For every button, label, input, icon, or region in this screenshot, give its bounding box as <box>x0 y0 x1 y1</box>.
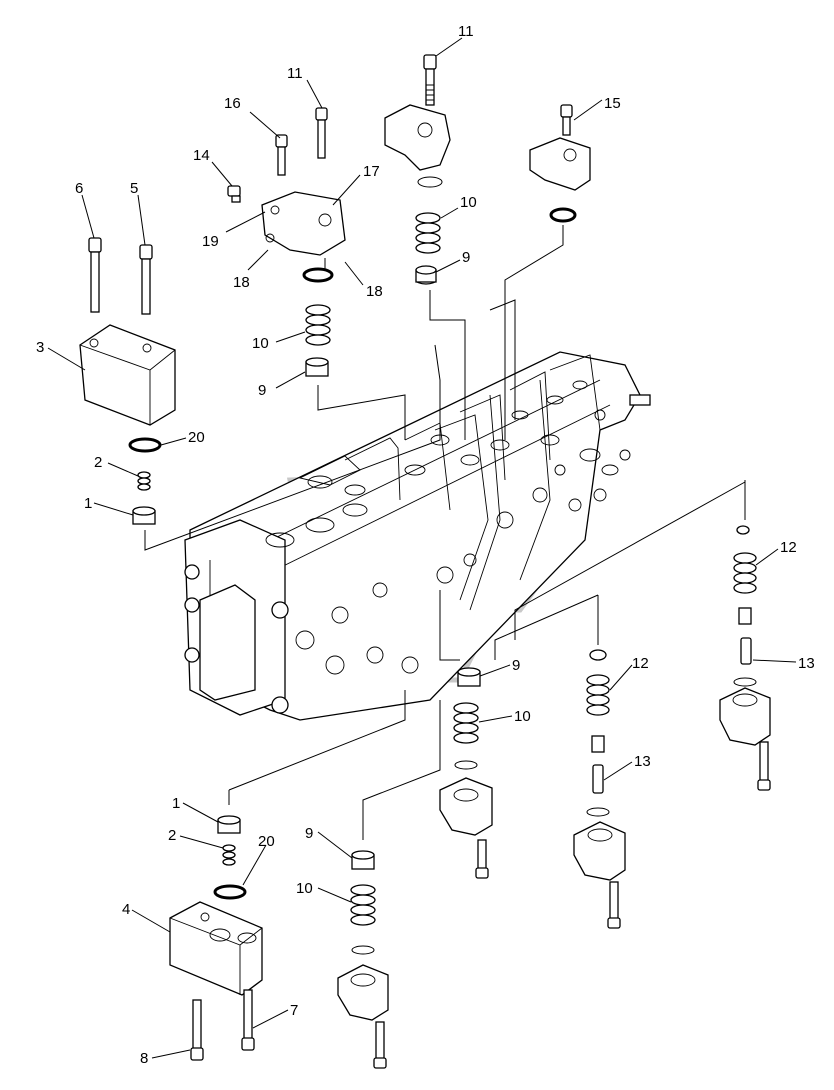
callout-6: 6 <box>75 180 83 197</box>
spring-10-lower <box>350 884 376 926</box>
bolt-6 <box>88 237 102 313</box>
spring-2-top <box>137 471 151 491</box>
cap-block-15 <box>529 137 591 191</box>
callout-10-left: 10 <box>252 335 269 352</box>
o-ring-20-bottom <box>213 884 247 900</box>
spacer-9-left <box>305 357 329 377</box>
spacer-9-center <box>457 667 481 687</box>
cap-lower <box>337 964 389 1069</box>
spring-10-center <box>453 702 479 744</box>
bolt-5 <box>139 244 153 315</box>
callout-9-left: 9 <box>258 382 266 399</box>
callout-20-top: 20 <box>188 429 205 446</box>
o-ring-right-low <box>733 677 757 687</box>
callout-18-left: 18 <box>233 274 250 291</box>
cap-center-low <box>439 777 493 879</box>
callout-5: 5 <box>130 180 138 197</box>
bolt-8 <box>190 999 204 1061</box>
o-ring-20-top <box>128 437 162 453</box>
valve-block-17 <box>261 191 346 256</box>
callout-16: 16 <box>224 95 241 112</box>
spacer-9-right <box>415 265 437 285</box>
callout-11-left: 11 <box>287 65 303 82</box>
bolt-7 <box>241 989 255 1051</box>
callout-12-right: 12 <box>780 539 797 556</box>
spring-2-bottom <box>222 844 236 866</box>
piston-mid <box>591 735 605 753</box>
plug-13-mid <box>592 764 604 794</box>
callout-15: 15 <box>604 95 621 112</box>
callout-12-mid: 12 <box>632 655 649 672</box>
callout-1-bottom: 1 <box>172 795 180 812</box>
spacer-1-top <box>132 506 156 525</box>
callout-2-top: 2 <box>94 454 102 471</box>
callout-18-right: 18 <box>366 283 383 300</box>
callout-11-right: 11 <box>458 23 474 40</box>
end-cover-3 <box>79 324 176 426</box>
seal-12-right <box>736 525 750 535</box>
callout-14: 14 <box>193 147 210 164</box>
callout-19: 19 <box>202 233 219 250</box>
fitting-14 <box>227 185 241 203</box>
callout-17: 17 <box>363 163 380 180</box>
cap-right-low <box>719 687 771 791</box>
callout-9-top: 9 <box>462 249 470 266</box>
main-valve-body <box>184 351 651 721</box>
o-ring-center-low <box>454 760 478 770</box>
plug-13-right <box>740 637 752 665</box>
bolt-11-left <box>315 107 328 159</box>
cap-mid-low <box>573 821 626 929</box>
spacer-1-bottom <box>217 815 241 834</box>
spring-12-right <box>733 552 757 594</box>
callout-7: 7 <box>290 1002 298 1019</box>
callout-1-top: 1 <box>84 495 92 512</box>
bolt-15 <box>560 104 573 136</box>
cap-block-right <box>384 104 451 171</box>
callout-3: 3 <box>36 339 44 356</box>
callout-20-bottom: 20 <box>258 833 275 850</box>
callout-labels: 11 11 15 16 14 17 10 9 19 18 18 6 5 3 10… <box>36 23 815 1067</box>
o-ring-right-top <box>417 176 443 188</box>
callout-10-top: 10 <box>460 194 477 211</box>
o-ring-mid-low <box>586 807 610 817</box>
o-ring-left-top <box>302 267 334 283</box>
callout-2-bottom: 2 <box>168 827 176 844</box>
o-ring-lower <box>351 945 375 955</box>
spring-10-right <box>415 212 441 254</box>
callout-8: 8 <box>140 1050 148 1067</box>
end-cover-4 <box>169 901 263 996</box>
callout-4: 4 <box>122 901 130 918</box>
spring-10-left <box>305 304 331 346</box>
seal-12-mid <box>589 649 607 661</box>
callout-13-right: 13 <box>798 655 815 672</box>
callout-10-center: 10 <box>514 708 531 725</box>
leader-lines <box>47 37 797 1059</box>
callout-9-lower: 9 <box>305 825 313 842</box>
assembly-lines <box>144 225 746 840</box>
o-ring-15 <box>549 207 577 223</box>
callout-9-center: 9 <box>512 657 520 674</box>
callout-10-lower: 10 <box>296 880 313 897</box>
piston-right <box>738 607 752 625</box>
spacer-9-lower <box>351 850 375 870</box>
bolt-11-right <box>423 54 437 106</box>
spring-12-mid <box>586 674 610 716</box>
callout-13-mid: 13 <box>634 753 651 770</box>
bolt-16 <box>275 134 288 176</box>
